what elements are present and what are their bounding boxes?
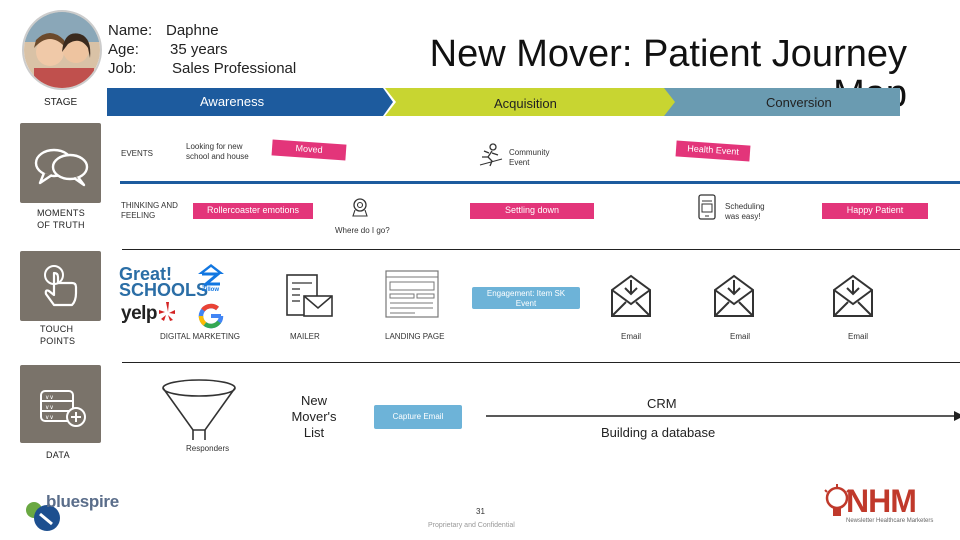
persona-name-row: Name: Daphne <box>108 21 296 40</box>
persona-age-row: Age: 35 years <box>108 40 296 59</box>
moments-block <box>20 123 101 203</box>
capture-email-card[interactable]: Capture Email <box>374 405 462 429</box>
nhm-subtitle: Newsletter Healthcare Marketers <box>846 518 934 524</box>
feeling-scheduling: Scheduling was easy! <box>725 202 765 221</box>
google-icon <box>198 303 224 329</box>
nhm-logo-text: NHM <box>846 483 917 519</box>
touch-mailer: MAILER <box>290 332 320 341</box>
name-label: Name: <box>108 22 153 39</box>
stage-conversion-label: Conversion <box>766 95 832 110</box>
logo-yelp: yelp <box>121 303 158 324</box>
page-number: 31 <box>476 507 485 516</box>
confidential-note: Proprietary and Confidential <box>428 522 515 529</box>
running-figure-icon <box>479 143 503 167</box>
svg-text:∨∨: ∨∨ <box>45 404 54 411</box>
logo-greatschools-text: Great! SCHOOLS <box>119 264 209 300</box>
building-database-label: Building a database <box>601 425 716 440</box>
stage-awareness-label: Awareness <box>200 94 265 109</box>
divider-moments <box>122 249 960 250</box>
stage-acquisition-arrow <box>385 88 678 116</box>
envelope-icon <box>714 274 754 317</box>
event-looking: Looking for new school and house <box>186 142 249 161</box>
divider-touch <box>122 362 960 363</box>
mailer-icon <box>286 274 333 317</box>
envelope-icon <box>611 274 651 317</box>
location-pin-icon <box>352 198 368 217</box>
crm-arrow <box>486 411 960 421</box>
funnel-icon <box>162 379 236 440</box>
data-block: ∨∨ ∨∨ ∨∨ <box>20 365 101 443</box>
phone-calendar-icon <box>698 194 716 220</box>
new-movers-list: New Mover's List <box>291 393 337 440</box>
persona-photo <box>22 10 102 90</box>
touch-block <box>20 251 101 321</box>
envelope-icon <box>833 274 873 317</box>
job-label: Job: <box>108 60 137 77</box>
logo-greatschools: Great! SCHOOLS <box>119 264 209 300</box>
persona-job: Sales Professional <box>172 60 297 77</box>
landing-page-icon <box>385 270 439 318</box>
feeling-happy: Happy Patient <box>822 203 928 219</box>
speech-bubbles-icon <box>34 148 89 187</box>
data-label: DATA <box>46 450 70 460</box>
event-community: Community Event <box>509 148 550 167</box>
stage-acquisition-label: Acquisition <box>494 96 557 111</box>
events-label: EVENTS <box>121 149 154 158</box>
bluespire-brand: bluespire <box>46 492 119 511</box>
stage-conversion-arrow <box>664 88 900 116</box>
page-title: New Mover: Patient Journey Map <box>429 33 907 114</box>
touch-email-2: Email <box>730 332 751 341</box>
touch-email-3: Email <box>848 332 869 341</box>
persona-job-row: Job: Sales Professional <box>108 59 296 78</box>
stage-awareness-arrow <box>107 88 393 116</box>
zillow-icon: Zillow <box>198 264 224 292</box>
capture-email-text: Capture Email <box>392 412 444 421</box>
feeling-settling: Settling down <box>470 203 594 219</box>
engagement-text: Engagement: Item SK Event <box>486 289 566 308</box>
age-label: Age: <box>108 41 139 58</box>
touch-digital-marketing: DIGITAL MARKETING <box>160 332 241 341</box>
nhm-lightbulb-icon <box>824 484 850 516</box>
crm-label: CRM <box>647 396 677 411</box>
hand-pointer-icon <box>44 265 78 307</box>
persona-name: Daphne <box>166 22 219 39</box>
responders-label: Responders <box>186 444 230 453</box>
touch-email-1: Email <box>621 332 642 341</box>
touch-landing-page: LANDING PAGE <box>385 332 445 341</box>
svg-text:∨∨: ∨∨ <box>45 414 54 421</box>
persona-age: 35 years <box>170 41 228 58</box>
thinking-label: THINKING AND FEELING <box>121 201 178 220</box>
feeling-rollercoaster: Rollercoaster emotions <box>193 203 313 219</box>
stage-label: STAGE <box>44 97 78 108</box>
engagement-card[interactable]: Engagement: Item SK Event <box>472 287 580 309</box>
touch-label: TOUCH POINTS <box>40 324 76 346</box>
feeling-where: Where do I go? <box>335 226 390 235</box>
svg-text:Zillow: Zillow <box>202 287 219 292</box>
svg-text:∨∨: ∨∨ <box>45 394 54 401</box>
moments-label: MOMENTS OF TRUTH <box>36 208 86 230</box>
bluespire-logo-icon <box>26 502 60 531</box>
yelp-burst-icon <box>159 302 175 321</box>
persona-info: Name: Daphne Age: 35 years Job: Sales Profe… <box>108 21 296 78</box>
timeline-line <box>120 181 960 184</box>
database-add-icon: ∨∨ ∨∨ ∨∨ <box>40 390 86 427</box>
